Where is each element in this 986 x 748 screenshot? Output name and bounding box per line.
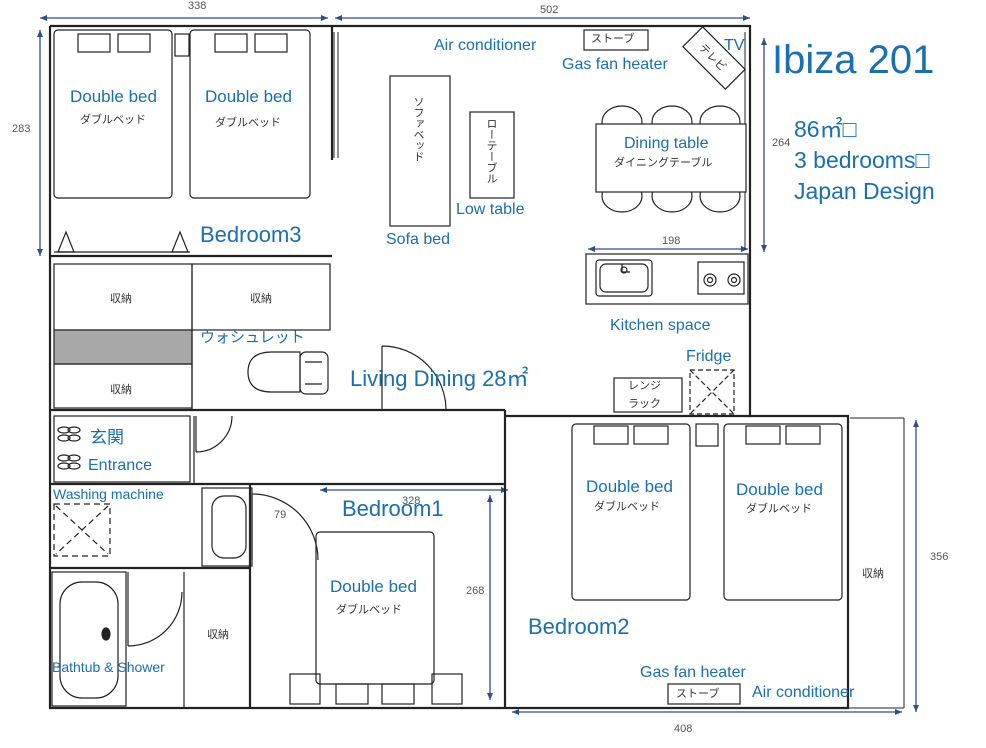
- property-title: Ibiza 201: [772, 38, 935, 82]
- fridge-label: Fridge: [686, 348, 732, 365]
- dimension-bedroom1-width: 328: [402, 495, 421, 507]
- low-table: [469, 111, 515, 199]
- bedroom3-bed1-jp: ダブルベッド: [80, 113, 146, 126]
- storage-label-3: 収納: [110, 383, 132, 396]
- dimension-lines: [39, 17, 917, 713]
- bathroom-door: [127, 493, 319, 708]
- sofa-bed: [389, 75, 451, 227]
- stove-label-top: ストーブ: [591, 32, 635, 45]
- stove-box-top: [583, 29, 649, 51]
- storage-label-bath: 収納: [207, 628, 229, 641]
- gas-fan-heater-label-bottom: Gas fan heater: [640, 664, 746, 681]
- storage-label-bedroom2: 収納: [862, 567, 884, 580]
- area-spec: 86㎡□: [794, 116, 857, 142]
- bedroom3-bed2-jp: ダブルベッド: [215, 116, 281, 129]
- bedroom3-bed1-label: Double bed: [70, 87, 157, 106]
- air-conditioner-label-top: Air conditioner: [434, 37, 537, 54]
- kitchen-counter: [585, 253, 749, 305]
- gas-fan-heater-label-top: Gas fan heater: [562, 56, 668, 73]
- dimension-left: 283: [12, 123, 31, 135]
- sofa-bed-label: Sofa bed: [386, 231, 451, 248]
- bathtub: [51, 571, 127, 707]
- dimension-bottom: 408: [674, 723, 693, 735]
- design-spec: Japan Design: [794, 178, 935, 204]
- dimension-top-right: 502: [540, 4, 559, 16]
- bedroom2-furniture: [571, 423, 843, 705]
- kitchen-label: Kitchen space: [610, 317, 711, 334]
- dimension-door: 79: [274, 509, 287, 521]
- bathtub-shower-label: Bathtub & Shower: [52, 659, 165, 675]
- shoe-icons: [57, 426, 81, 470]
- entrance-area: [53, 415, 195, 484]
- bedroom2-bed2-label: Double bed: [736, 480, 823, 499]
- washing-machine-space: [53, 503, 111, 557]
- toilet-fixture: [247, 351, 329, 395]
- tv-label: TV: [724, 37, 745, 54]
- living-door: [195, 345, 447, 453]
- windows: [333, 32, 905, 709]
- dimension-top-left: 338: [188, 0, 207, 12]
- washing-machine-label: Washing machine: [53, 486, 164, 502]
- dining-table-jp: ダイニングテーブル: [614, 156, 713, 169]
- storage-label-1: 収納: [110, 292, 132, 305]
- bedroom3-furniture: [53, 29, 311, 253]
- bedroom1-label: Bedroom1: [342, 496, 444, 521]
- storage-units: [53, 263, 331, 410]
- bedroom2-bed1-label: Double bed: [586, 477, 673, 496]
- bedrooms-spec: 3 bedrooms□: [794, 147, 930, 173]
- dining-table-label: Dining table: [624, 135, 709, 152]
- range-rack-jp-2: ラック: [628, 397, 661, 410]
- walls: [48, 24, 850, 710]
- dining-table: [595, 105, 747, 213]
- entrance-jp-label: 玄関: [90, 428, 124, 448]
- bedroom2-label: Bedroom2: [528, 614, 630, 639]
- storage-label-2: 収納: [250, 292, 272, 305]
- low-table-label: Low table: [456, 201, 525, 218]
- dimension-living-right: 264: [772, 137, 791, 149]
- fridge-space: [689, 369, 735, 415]
- washbasin: [201, 487, 253, 567]
- bedroom2-bed2-jp: ダブルベッド: [746, 502, 812, 515]
- dimension-right: 356: [930, 551, 949, 563]
- bedroom3-label: Bedroom3: [200, 222, 302, 247]
- bedroom1-bed-label: Double bed: [330, 577, 417, 596]
- bedroom1-furniture: [289, 531, 463, 705]
- entrance-label: Entrance: [88, 457, 153, 474]
- dimension-arrowheads: [37, 15, 919, 715]
- low-table-jp: ローテーブル: [485, 118, 498, 184]
- range-rack: [613, 377, 683, 413]
- range-rack-jp-1: レンジ: [628, 379, 661, 392]
- bedroom1-bed-jp: ダブルベッド: [336, 603, 402, 616]
- sofa-bed-jp: ソファベッド: [412, 96, 425, 162]
- air-conditioner-label-bottom: Air conditioner: [752, 684, 855, 701]
- stove-label-bottom: ストーブ: [676, 687, 720, 700]
- bedroom3-bed2-label: Double bed: [205, 87, 292, 106]
- living-dining-label: Living Dining 28㎡: [350, 366, 529, 391]
- dimension-bedroom1-height: 268: [466, 585, 485, 597]
- washlet-label: ウォシュレット: [200, 328, 305, 346]
- bedroom2-bed1-jp: ダブルベッド: [594, 500, 660, 513]
- tv-unit: [682, 26, 746, 90]
- dimension-kitchen: 198: [662, 235, 681, 247]
